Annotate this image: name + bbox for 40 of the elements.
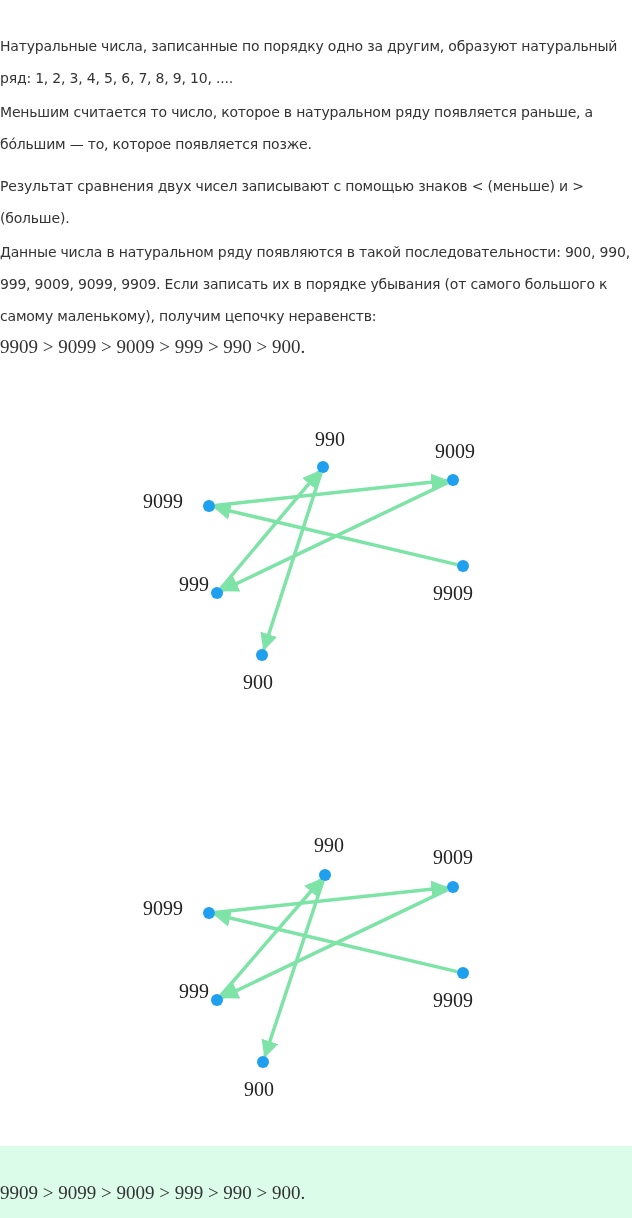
paragraph: Результат сравнения двух чисел записывают с помощью знаков < (меньше) и > (больше). (0, 177, 585, 228)
number-label: 990 (314, 834, 344, 856)
point-dot (257, 1056, 269, 1068)
arrow (220, 888, 449, 999)
arrow (219, 878, 323, 997)
number-label: 900 (243, 671, 273, 693)
point-dot (256, 649, 268, 661)
arrow (260, 472, 323, 651)
arrow (219, 470, 321, 590)
number-label: 9099 (143, 897, 183, 919)
paragraph: Меньшим считается то число, которое в натуральном ряду появляется раньше, а бóльшим — то, которое появляется позже. (0, 103, 594, 154)
point-dot (457, 967, 469, 979)
number-label: 900 (244, 1078, 274, 1100)
number-label: 9909 (433, 582, 473, 604)
number-label: 9009 (435, 440, 475, 462)
paragraph: Данные числа в натуральном ряду появляются в такой последовательности: 900, 990, 999, 9009, 9099, 9909. Если записать их в порядке убывания (от самого большого к самому маленькому), получим цепочку неравенств: (0, 243, 630, 326)
point-dot (457, 560, 469, 572)
paragraph: Натуральные числа, записанные по порядку одно за другим, образуют натуральный ряд: 1, 2, 3, 4, 5, 6, 7, 8, 9, 10, .... (0, 37, 619, 88)
number-label: 9909 (433, 989, 473, 1011)
point-dot (319, 869, 331, 881)
arrow (214, 880, 449, 915)
point-dot (317, 461, 329, 473)
point-dot (211, 994, 223, 1006)
number-label: 9009 (433, 846, 473, 868)
number-label: 990 (315, 428, 345, 450)
number-label: 999 (179, 980, 209, 1002)
inequality-chain: 9909 > 9099 > 9009 > 999 > 990 > 900. (0, 1182, 306, 1204)
arrow (213, 909, 458, 974)
number-label: 999 (179, 573, 209, 595)
arrow (214, 473, 449, 508)
arrow (220, 481, 449, 592)
point-dot (447, 474, 459, 486)
inequality-chain: 9909 > 9099 > 9009 > 999 > 990 > 900. (0, 336, 306, 358)
point-dot (203, 907, 215, 919)
point-dot (203, 500, 215, 512)
arrow (261, 880, 325, 1058)
point-dot (447, 881, 459, 893)
arrow (213, 502, 458, 567)
number-label: 9099 (143, 490, 183, 512)
point-dot (211, 587, 223, 599)
